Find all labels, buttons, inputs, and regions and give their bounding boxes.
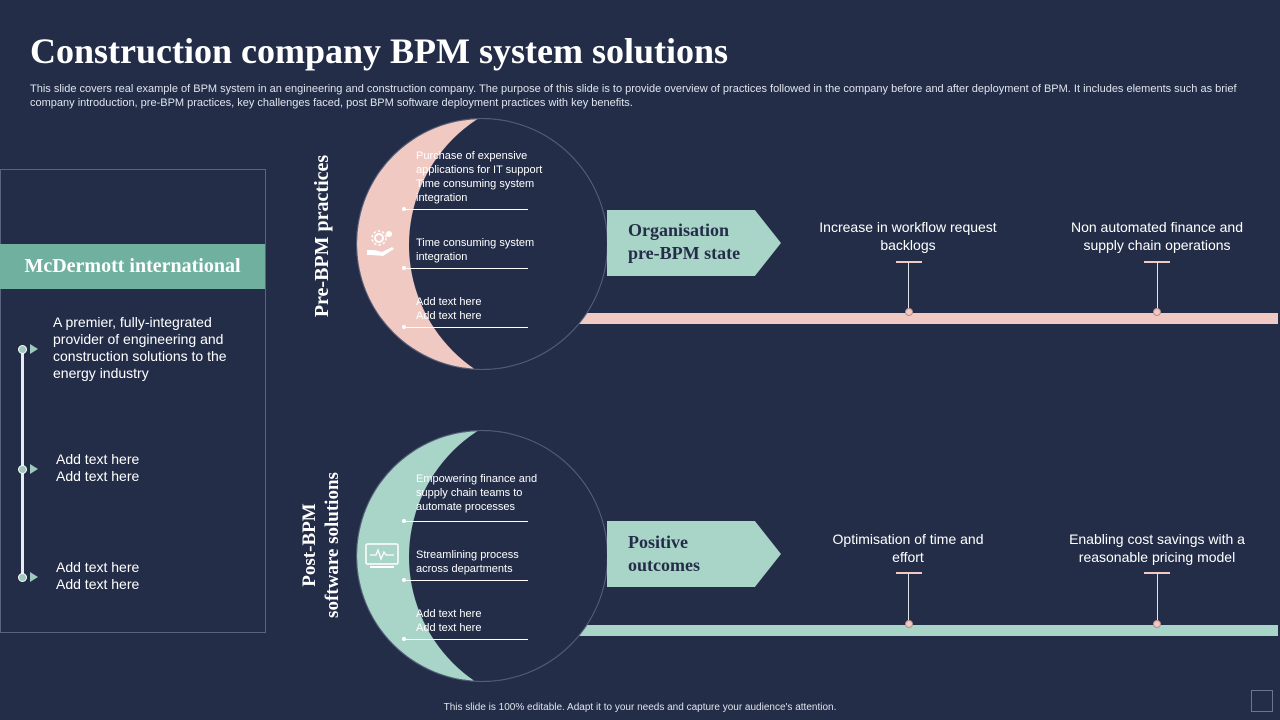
monitor-pulse-icon bbox=[365, 543, 399, 568]
pre-item-3: Add text here Add text here bbox=[416, 296, 482, 322]
post-item-2: Streamlining process across departments bbox=[416, 549, 519, 575]
slide-description: This slide covers real example of BPM sy… bbox=[30, 83, 1237, 109]
pre-item-divider bbox=[404, 268, 528, 269]
pre-bpm-label: Pre-BPM practices bbox=[311, 154, 333, 318]
bullet-arrow-icon bbox=[30, 572, 38, 582]
company-point-1: A premier, fully-integrated provider of … bbox=[53, 314, 227, 381]
milestone-tick bbox=[1157, 262, 1158, 312]
milestone-cap bbox=[896, 261, 922, 263]
company-point-2: Add text here Add text here bbox=[56, 451, 140, 484]
post-milestone-2: Enabling cost savings with a reasonable … bbox=[1069, 531, 1245, 565]
gear-hand-icon bbox=[367, 230, 394, 256]
bullet-arrow-icon bbox=[30, 344, 38, 354]
timeline-line bbox=[21, 348, 24, 578]
divider-dot bbox=[402, 519, 406, 523]
divider-dot bbox=[402, 266, 406, 270]
milestone-marker bbox=[1153, 620, 1161, 628]
company-panel bbox=[0, 169, 266, 633]
post-outcome-arrow bbox=[607, 521, 781, 587]
milestone-tick bbox=[1157, 573, 1158, 624]
pre-item-divider bbox=[404, 327, 528, 328]
milestone-cap bbox=[896, 572, 922, 574]
divider-dot bbox=[402, 578, 406, 582]
post-bpm-label-line2: software solutions bbox=[322, 472, 343, 618]
divider-dot bbox=[402, 637, 406, 641]
bullet-arrow-icon bbox=[30, 464, 38, 474]
footer-note: This slide is 100% editable. Adapt it to… bbox=[443, 702, 837, 713]
pre-bpm-circle bbox=[356, 118, 608, 370]
post-item-divider bbox=[404, 639, 528, 640]
slide-corner-box bbox=[1251, 690, 1273, 712]
timeline-dot bbox=[18, 573, 27, 582]
milestone-marker bbox=[905, 308, 913, 316]
milestone-tick bbox=[908, 262, 909, 312]
milestone-tick bbox=[908, 573, 909, 624]
pre-state-arrow bbox=[607, 210, 781, 276]
company-point-3: Add text here Add text here bbox=[56, 559, 140, 592]
pre-item-1: Purchase of expensive applications for I… bbox=[416, 150, 543, 204]
post-timeline-bar bbox=[560, 625, 1278, 636]
divider-dot bbox=[402, 325, 406, 329]
post-item-3: Add text here Add text here bbox=[416, 608, 482, 634]
pre-state-arrow-label: Organisation pre-BPM state bbox=[628, 220, 741, 263]
pre-timeline-bar bbox=[560, 313, 1278, 324]
milestone-marker bbox=[905, 620, 913, 628]
post-bpm-label-line1: Post-BPM bbox=[299, 503, 320, 587]
post-item-divider bbox=[404, 521, 528, 522]
pre-item-divider bbox=[404, 209, 528, 210]
post-bpm-label: Post-BPM software solutions bbox=[298, 445, 344, 645]
slide-title: Construction company BPM system solution… bbox=[30, 31, 729, 71]
post-milestone-1: Optimisation of time and effort bbox=[832, 531, 984, 565]
post-item-1: Empowering finance and supply chain team… bbox=[416, 473, 538, 513]
company-name-banner: McDermott international bbox=[0, 244, 265, 289]
timeline-dot bbox=[18, 465, 27, 474]
post-outcome-arrow-label: Positive outcomes bbox=[628, 532, 700, 575]
milestone-marker bbox=[1153, 308, 1161, 316]
timeline-dot bbox=[18, 345, 27, 354]
post-item-divider bbox=[404, 580, 528, 581]
pre-item-2: Time consuming system integration bbox=[416, 237, 535, 263]
divider-dot bbox=[402, 207, 406, 211]
pre-milestone-1: Increase in workflow request backlogs bbox=[819, 219, 997, 253]
pre-milestone-2: Non automated finance and supply chain o… bbox=[1070, 219, 1243, 253]
